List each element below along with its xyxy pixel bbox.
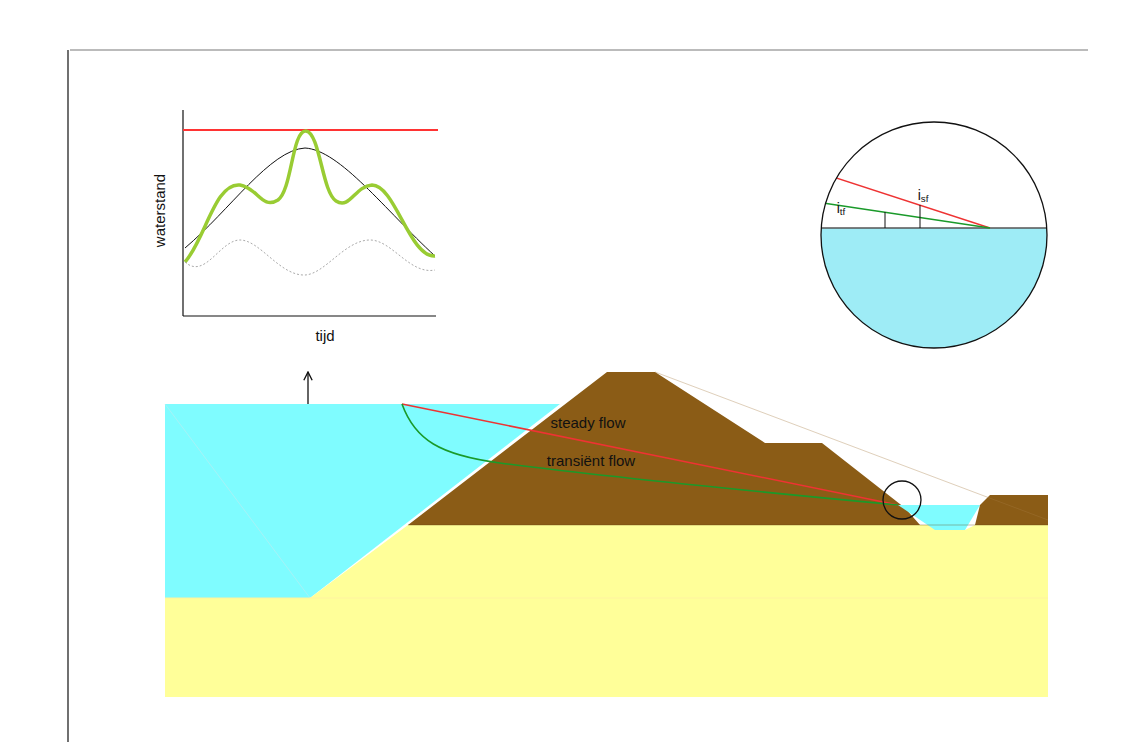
water-level-graph — [183, 110, 438, 316]
axis-label: waterstand — [153, 173, 168, 246]
gradient-label: isf — [918, 188, 929, 204]
axis-label: tijd — [315, 328, 334, 343]
zoom-circle — [812, 122, 1050, 352]
dike-section — [165, 372, 1048, 697]
flow-label: transiënt flow — [547, 453, 635, 468]
gradient-label: itf — [837, 201, 846, 217]
header-rule — [70, 49, 1088, 51]
frame-line — [67, 50, 68, 742]
flow-label: steady flow — [550, 415, 625, 430]
